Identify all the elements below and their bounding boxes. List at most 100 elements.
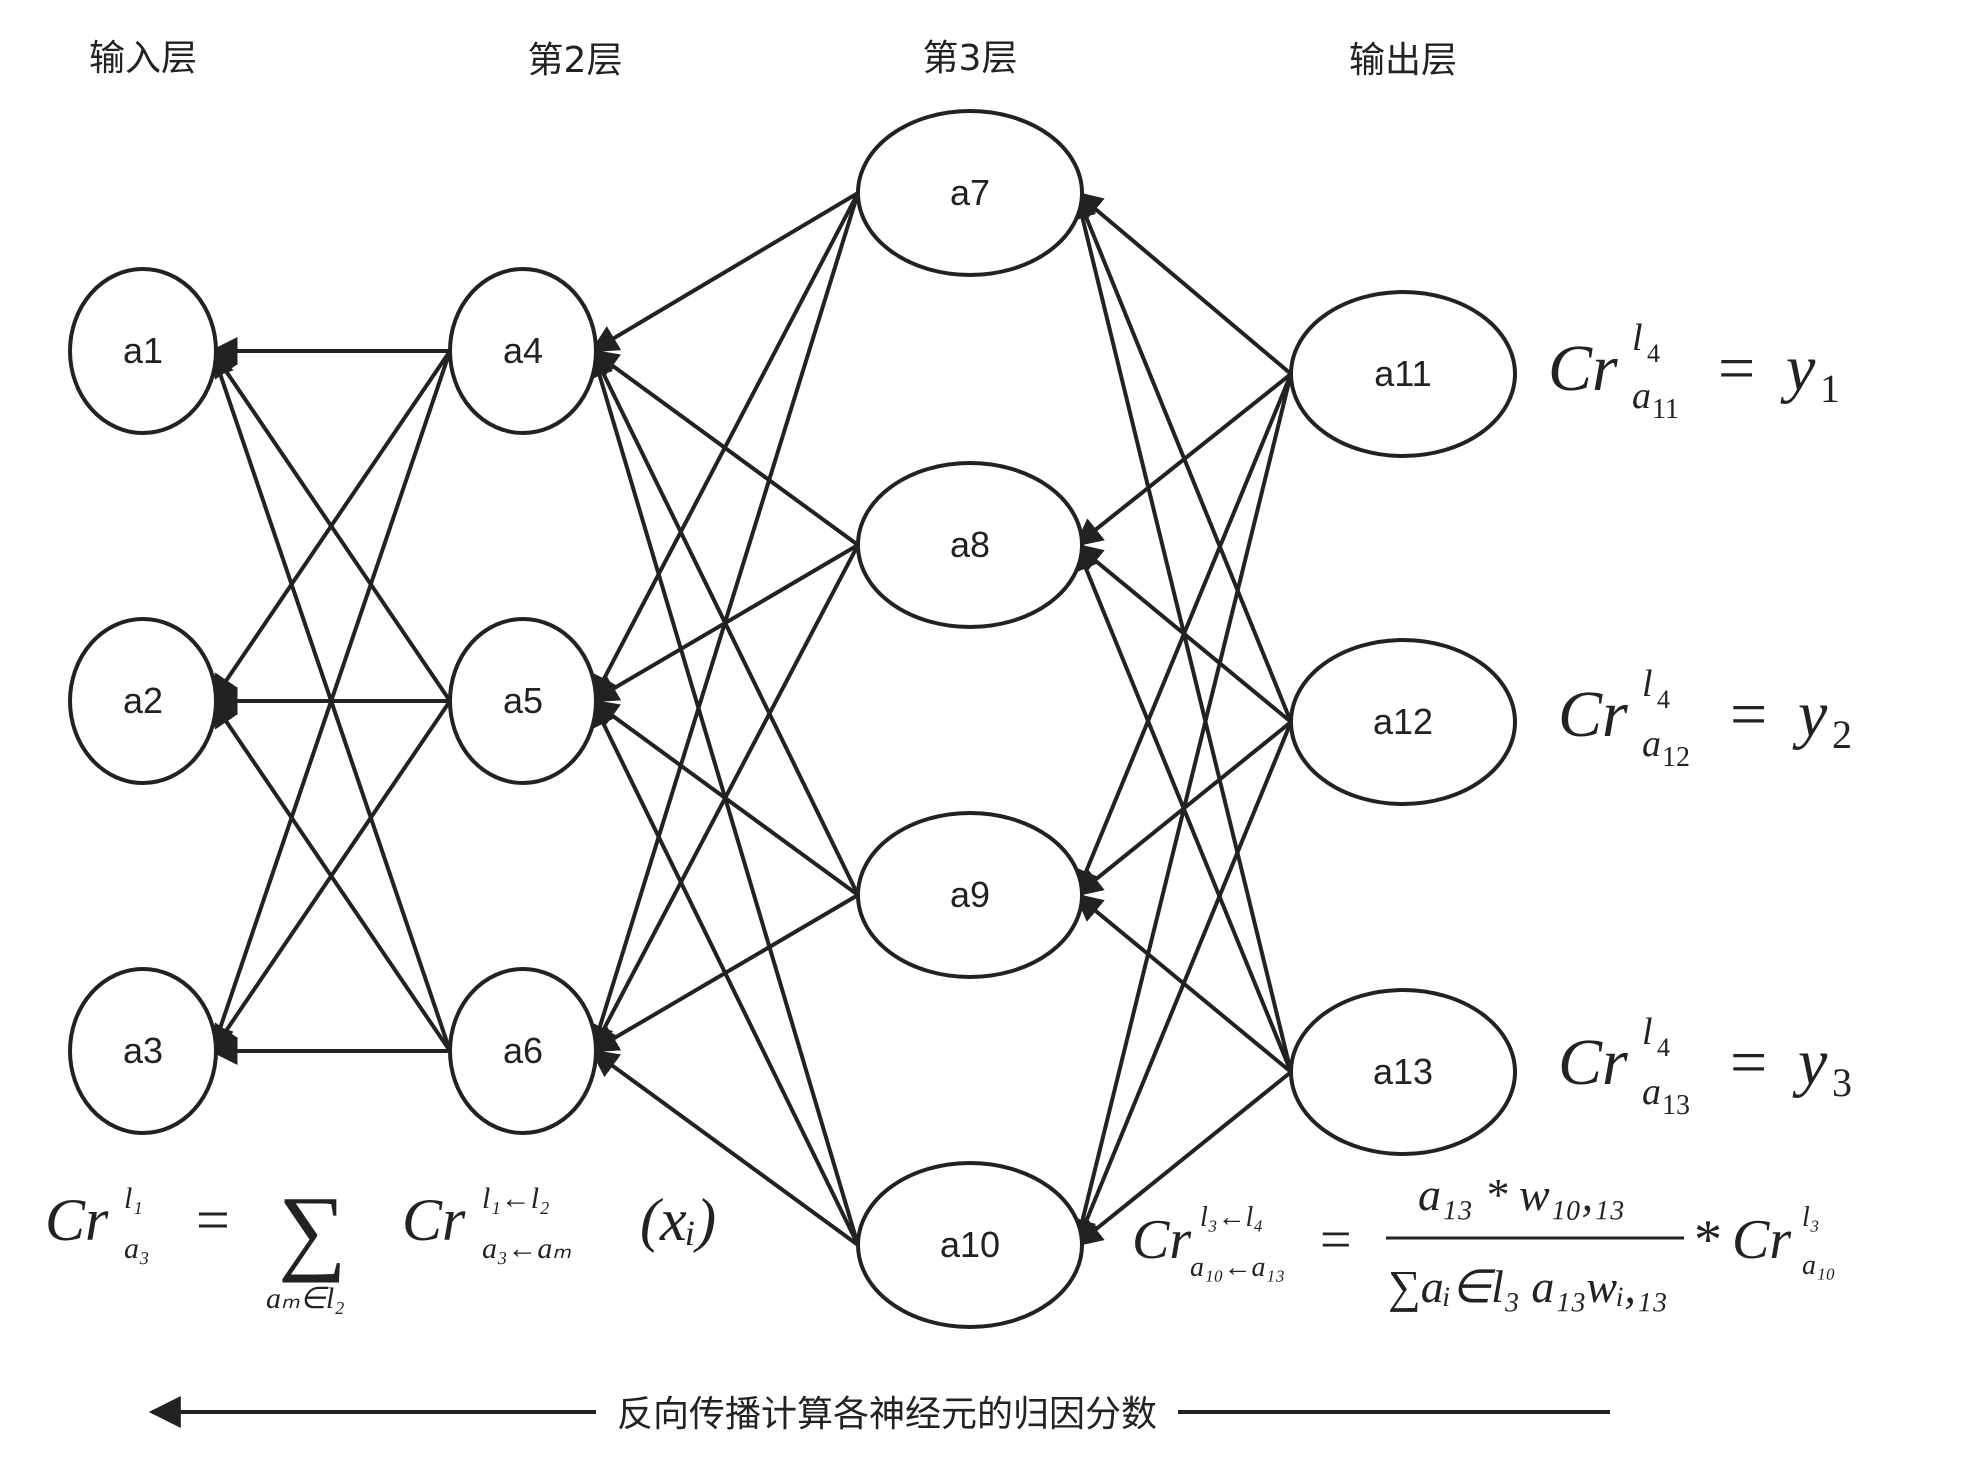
- svg-text:∑: ∑: [278, 1176, 346, 1283]
- svg-text:=: =: [1730, 1026, 1767, 1099]
- node-ellipse-a6: [448, 967, 598, 1135]
- edges-group: [207, 190, 1293, 1248]
- svg-text:4: 4: [1657, 685, 1670, 714]
- svg-text:l: l: [1642, 1011, 1653, 1053]
- node-a3: a3: [68, 967, 218, 1135]
- node-label-a4: a4: [503, 330, 543, 371]
- edge-a13-to-a8: [1072, 542, 1293, 1073]
- svg-text:1: 1: [1820, 366, 1840, 411]
- svg-text:a₃←aₘ: a₃←aₘ: [482, 1232, 571, 1265]
- svg-text:y: y: [1792, 1026, 1828, 1099]
- svg-text:a₁₃ * w₁₀,₁₃: a₁₃ * w₁₀,₁₃: [1418, 1169, 1625, 1220]
- edge-a5-to-a1: [210, 348, 452, 703]
- svg-text:=: =: [1320, 1209, 1352, 1271]
- svg-text:Cr: Cr: [1558, 1026, 1628, 1099]
- svg-text:12: 12: [1662, 742, 1690, 773]
- node-a7: a7: [856, 109, 1084, 277]
- svg-text:a₁₀←a₁₃: a₁₀←a₁₃: [1190, 1252, 1285, 1283]
- edge-a13-to-a10: [1074, 1070, 1293, 1247]
- svg-text:2: 2: [1832, 712, 1852, 757]
- node-label-a13: a13: [1373, 1051, 1433, 1092]
- node-ellipse-a3: [68, 967, 218, 1135]
- svg-text:3: 3: [1832, 1060, 1852, 1105]
- node-a9: a9: [856, 811, 1084, 979]
- caption-text: 反向传播计算各神经元的归因分数: [617, 1394, 1157, 1435]
- edge-a7-to-a4: [589, 191, 860, 353]
- svg-text:Cr: Cr: [1732, 1209, 1791, 1271]
- node-label-a2: a2: [123, 680, 163, 721]
- node-a2: a2: [68, 617, 218, 785]
- node-a8: a8: [856, 461, 1084, 629]
- svg-text:11: 11: [1652, 394, 1679, 425]
- svg-text:Cr: Cr: [1132, 1209, 1191, 1271]
- svg-text:4: 4: [1657, 1033, 1670, 1062]
- edge-a13-to-a7: [1068, 190, 1293, 1073]
- output-formula-a11: Cr l 4 a 11 = y 1: [1548, 317, 1840, 425]
- svg-text:=: =: [1730, 678, 1767, 751]
- svg-text:l₃: l₃: [1802, 1202, 1820, 1233]
- node-label-a3: a3: [123, 1030, 163, 1071]
- node-label-a10: a10: [940, 1224, 1000, 1265]
- layer-title-layer2: 第2层: [528, 40, 623, 81]
- svg-text:l₃←l₄: l₃←l₄: [1200, 1202, 1263, 1233]
- node-label-a12: a12: [1373, 701, 1433, 742]
- node-label-a7: a7: [950, 172, 990, 213]
- node-ellipse-a7: [856, 109, 1084, 277]
- node-label-a6: a6: [503, 1030, 543, 1071]
- node-a11: a11: [1289, 290, 1517, 458]
- layer-title-input: 输入层: [89, 38, 197, 79]
- node-ellipse-a4: [448, 267, 598, 435]
- svg-text:a: a: [1632, 375, 1651, 417]
- node-a6: a6: [448, 967, 598, 1135]
- edge-a10-to-a5: [590, 698, 860, 1246]
- svg-text:=: =: [196, 1187, 230, 1253]
- edge-a12-to-a7: [1072, 190, 1293, 723]
- svg-text:l₁←l₂: l₁←l₂: [482, 1182, 550, 1215]
- node-label-a1: a1: [123, 330, 163, 371]
- svg-text:∑aᵢ∈l₃ a₁₃wᵢ,₁₃: ∑aᵢ∈l₃ a₁₃wᵢ,₁₃: [1388, 1261, 1668, 1312]
- svg-text:l: l: [1632, 317, 1643, 359]
- node-ellipse-a2: [68, 617, 218, 785]
- svg-text:13: 13: [1662, 1090, 1690, 1121]
- node-ellipse-a8: [856, 461, 1084, 629]
- node-a10: a10: [856, 1161, 1084, 1329]
- layer-title-layer3: 第3层: [923, 38, 1018, 79]
- svg-text:=: =: [1718, 332, 1755, 405]
- edge-a9-to-a4: [590, 348, 860, 896]
- svg-text:(xᵢ): (xᵢ): [640, 1187, 716, 1253]
- node-ellipse-a9: [856, 811, 1084, 979]
- layer-title-output: 输出层: [1349, 40, 1457, 81]
- svg-text:Cr: Cr: [1558, 678, 1628, 751]
- node-a4: a4: [448, 267, 598, 435]
- output-formula-a12: Cr l 4 a 12 = y 2: [1558, 663, 1852, 773]
- output-formula-a13: Cr l 4 a 13 = y 3: [1558, 1011, 1852, 1121]
- node-a1: a1: [68, 267, 218, 435]
- svg-text:y: y: [1792, 678, 1828, 751]
- svg-text:y: y: [1780, 332, 1816, 405]
- node-ellipse-a1: [68, 267, 218, 435]
- svg-text:l₁: l₁: [124, 1182, 143, 1215]
- svg-text:Cr: Cr: [1548, 332, 1618, 405]
- svg-text:aₘ∈l₂: aₘ∈l₂: [266, 1282, 345, 1315]
- node-ellipse-a5: [448, 617, 598, 785]
- node-ellipse-a13: [1289, 988, 1517, 1156]
- edge-a6-to-a1: [207, 348, 452, 1052]
- node-label-a9: a9: [950, 874, 990, 915]
- edge-a11-to-a7: [1074, 191, 1293, 376]
- svg-text:a₃: a₃: [124, 1232, 149, 1265]
- node-label-a11: a11: [1374, 353, 1431, 394]
- right-attribution-formula: Cr l₃←l₄ a₁₀←a₁₃ = a₁₃ * w₁₀,₁₃ ∑aᵢ∈l₃ a…: [1132, 1169, 1835, 1312]
- svg-text:4: 4: [1647, 339, 1660, 368]
- svg-text:*: *: [1694, 1209, 1722, 1271]
- svg-text:l: l: [1642, 663, 1653, 705]
- svg-text:Cr: Cr: [45, 1187, 109, 1253]
- svg-text:a₁₀: a₁₀: [1802, 1250, 1835, 1281]
- svg-text:a: a: [1642, 1071, 1661, 1113]
- node-ellipse-a12: [1289, 638, 1517, 806]
- svg-text:a: a: [1642, 723, 1661, 765]
- edge-a13-to-a9: [1074, 893, 1293, 1074]
- caption-background: [596, 1390, 1178, 1436]
- edge-a6-to-a2: [210, 698, 452, 1053]
